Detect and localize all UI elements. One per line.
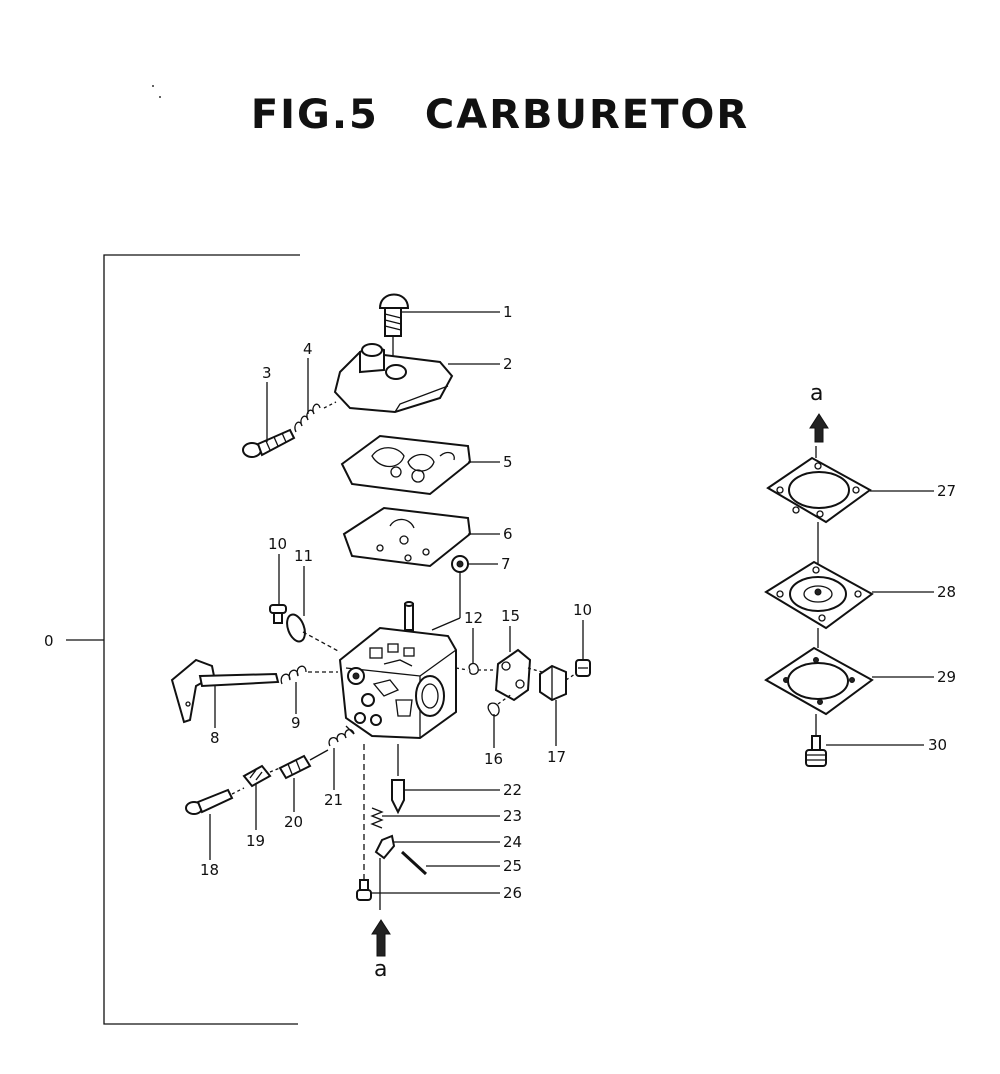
part-2-pump-cover xyxy=(333,343,454,414)
part-28-diaphragm xyxy=(764,560,874,648)
callout-6: 6 xyxy=(503,525,513,543)
direction-arrow-bottom xyxy=(371,919,391,957)
callout-29: 29 xyxy=(937,668,956,686)
part-22-needle-valve xyxy=(391,744,405,815)
part-6-diaphragm xyxy=(342,506,472,568)
speck xyxy=(159,96,161,98)
part-11-washer xyxy=(286,613,341,653)
callout-21: 21 xyxy=(324,791,343,809)
figure-name: CARBURETOR xyxy=(424,92,750,138)
part-29-cover xyxy=(764,646,874,736)
part-10-screw-right xyxy=(575,659,591,677)
part-12-clip xyxy=(455,662,494,675)
part-15-plate xyxy=(494,648,543,702)
callout-30: 30 xyxy=(928,736,947,754)
part-26-screw xyxy=(356,740,372,901)
callout-10-left: 10 xyxy=(268,535,287,553)
direction-arrow-top xyxy=(809,413,829,443)
part-17-nut xyxy=(539,664,579,702)
part-16-clip xyxy=(487,693,513,717)
part-19-spring xyxy=(242,764,281,788)
part-8-throttle-lever xyxy=(170,658,280,724)
callout-12: 12 xyxy=(464,609,483,627)
part-21-spring xyxy=(328,725,355,747)
callout-19: 19 xyxy=(246,832,265,850)
part-10-screw-left xyxy=(269,604,287,624)
figure-title: FIG.5 CARBURETOR xyxy=(0,92,1000,138)
callout-28: 28 xyxy=(937,583,956,601)
callout-7: 7 xyxy=(501,555,511,573)
leader-lines xyxy=(209,311,934,894)
part-7-nut xyxy=(431,555,469,631)
part-20-needle xyxy=(278,749,329,780)
callout-18: 18 xyxy=(200,861,219,879)
arrow-label-top: a xyxy=(810,381,823,406)
part-30-screw xyxy=(805,735,827,767)
callout-26: 26 xyxy=(503,884,522,902)
callout-9: 9 xyxy=(291,714,301,732)
carburetor-body xyxy=(338,601,457,740)
callout-17: 17 xyxy=(547,748,566,766)
callout-8: 8 xyxy=(210,729,220,747)
part-23-spring xyxy=(370,807,384,829)
speck xyxy=(152,85,154,87)
callout-10-right: 10 xyxy=(573,601,592,619)
callout-3: 3 xyxy=(262,364,272,382)
callout-27: 27 xyxy=(937,482,956,500)
callout-15: 15 xyxy=(501,607,520,625)
figure-number: FIG.5 xyxy=(250,92,379,138)
part-4-spring xyxy=(294,401,337,433)
callout-25: 25 xyxy=(503,857,522,875)
callout-22: 22 xyxy=(503,781,522,799)
callout-23: 23 xyxy=(503,807,522,825)
part-3-adjust-screw xyxy=(242,428,296,458)
part-18-needle xyxy=(185,787,245,815)
part-25-pin xyxy=(400,850,428,876)
callout-5: 5 xyxy=(503,453,513,471)
callout-24: 24 xyxy=(503,833,522,851)
part-5-gasket xyxy=(340,434,472,496)
part-27-gasket xyxy=(766,446,872,566)
callout-20: 20 xyxy=(284,813,303,831)
part-9-spring xyxy=(280,665,338,685)
callout-11: 11 xyxy=(294,547,313,565)
callout-4: 4 xyxy=(303,340,313,358)
part-24-lever xyxy=(374,834,396,860)
callout-2: 2 xyxy=(503,355,513,373)
arrow-label-bottom: a xyxy=(374,957,387,982)
assembly-bracket xyxy=(66,254,300,1025)
callout-1: 1 xyxy=(503,303,513,321)
callout-16: 16 xyxy=(484,750,503,768)
bracket-label: 0 xyxy=(44,632,54,650)
